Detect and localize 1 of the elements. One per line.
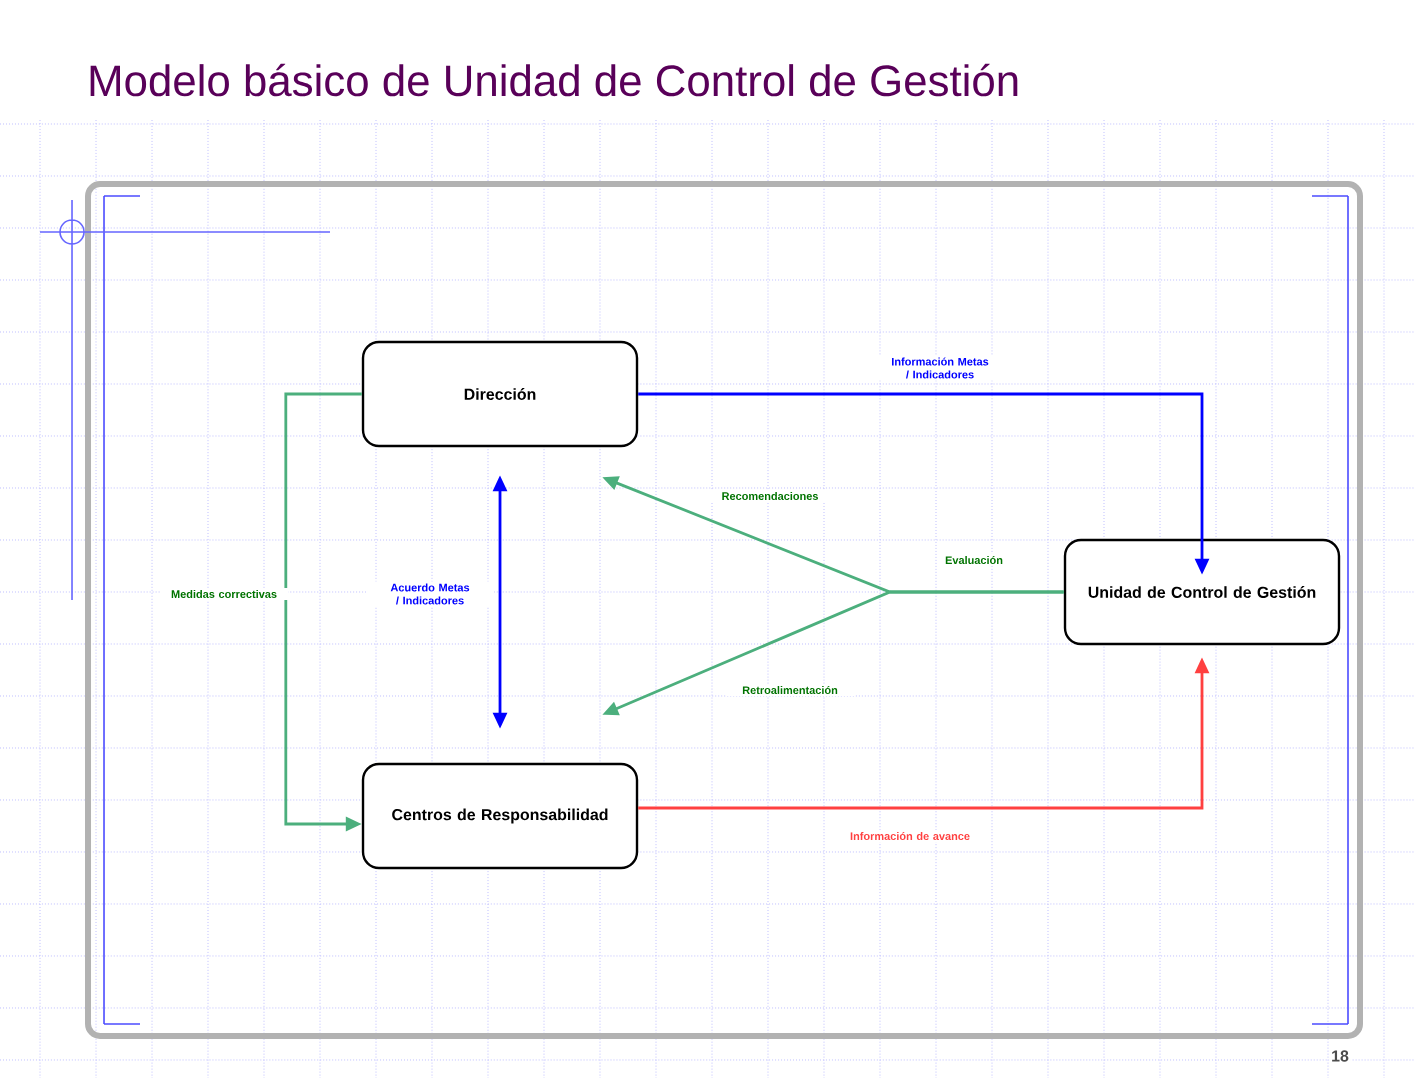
title: Modelo básico de Unidad de Control de Gestión — [90, 63, 1018, 97]
